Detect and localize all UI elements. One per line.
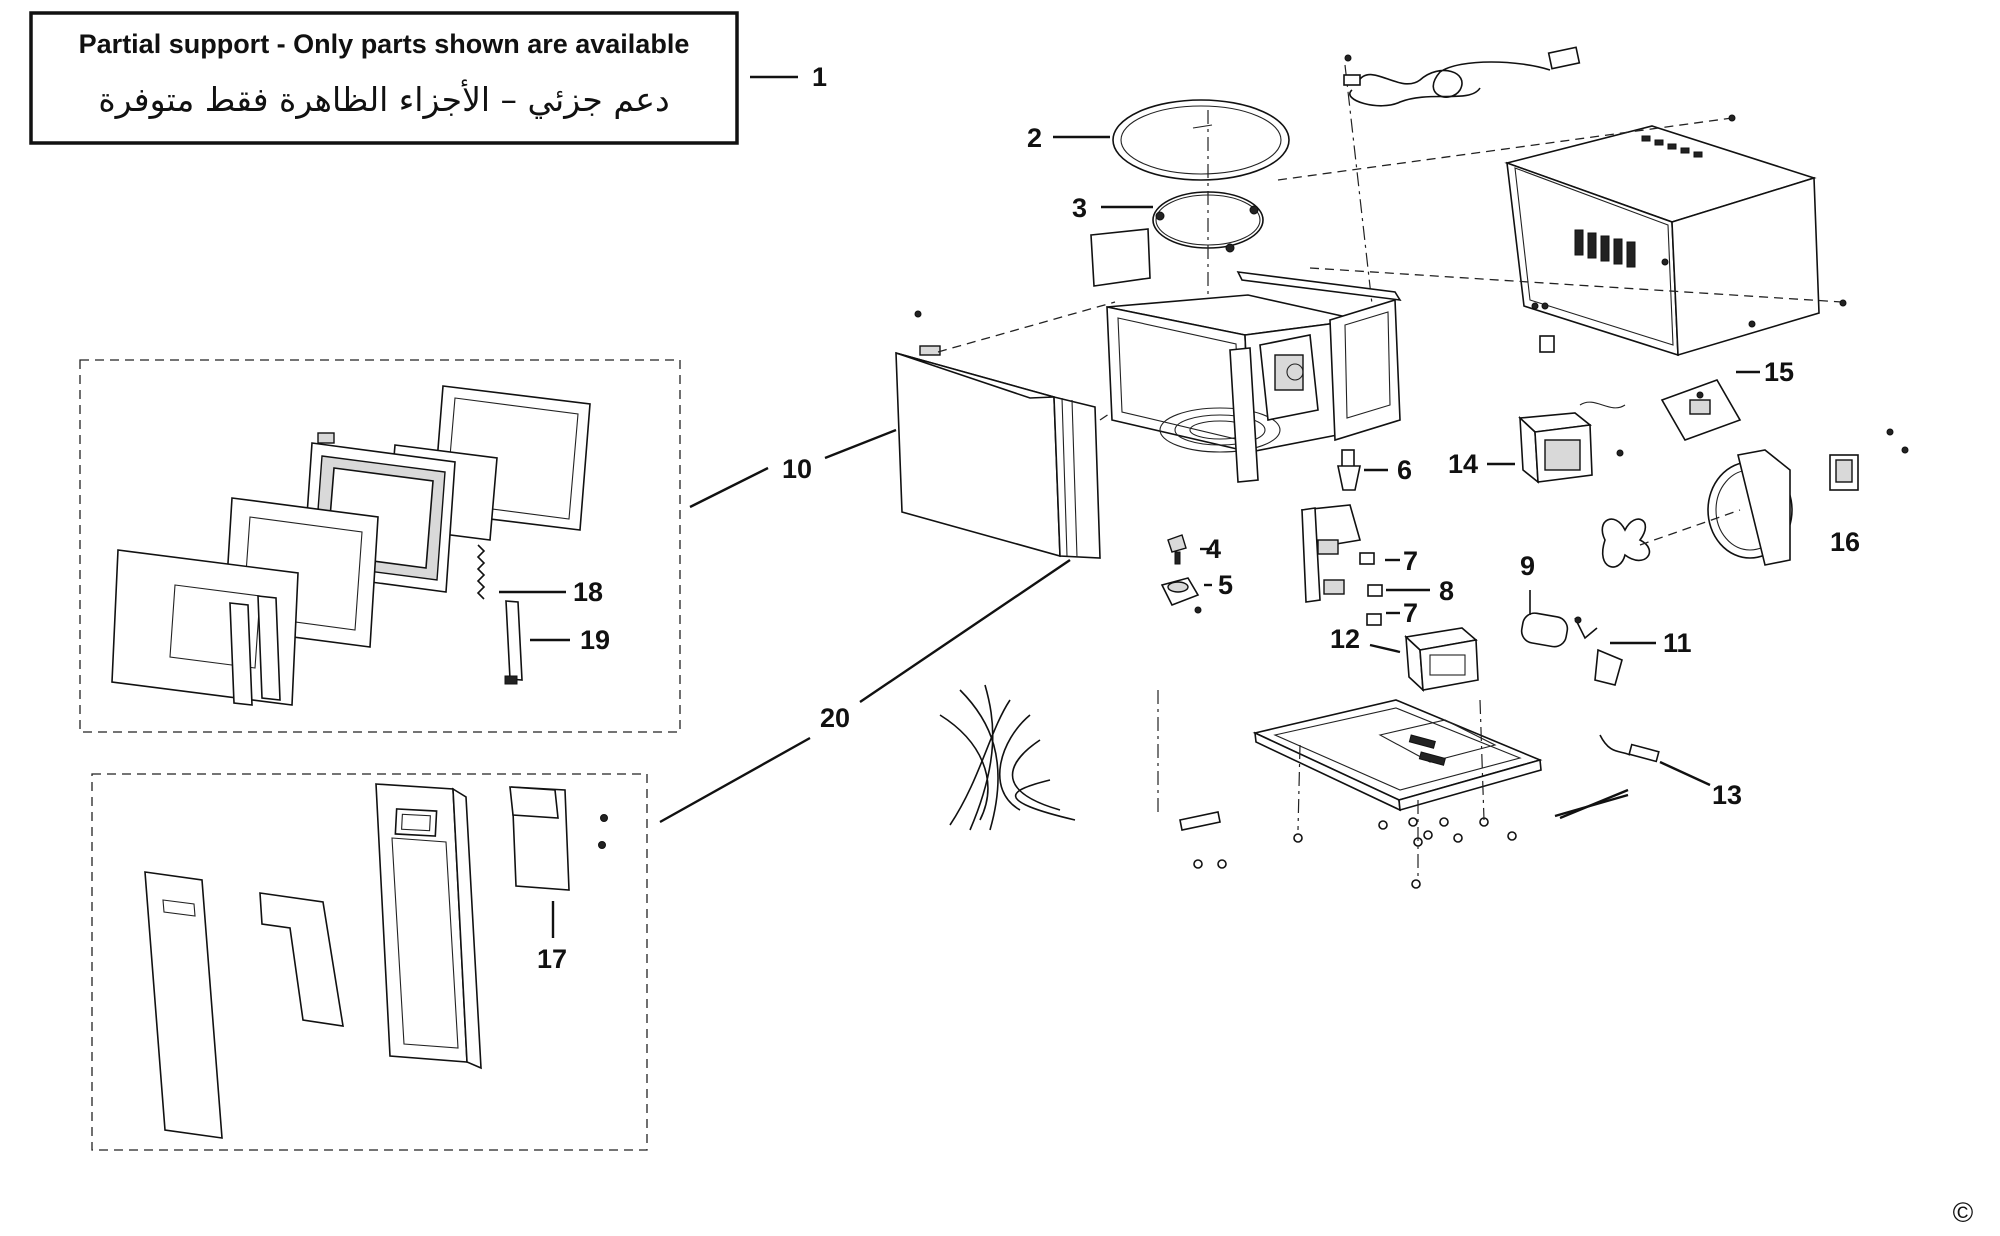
door-switch-assembly <box>1300 504 1383 626</box>
case-vents <box>1574 135 1703 268</box>
callout-13[interactable]: 13 <box>1712 780 1742 810</box>
callout-7a[interactable]: 7 <box>1403 546 1418 576</box>
door-assembly-group <box>79 359 681 733</box>
door-front <box>895 310 1101 559</box>
fan-motor-bracket <box>1579 379 1742 441</box>
oven-cavity <box>1106 271 1402 483</box>
callout-8[interactable]: 8 <box>1439 576 1454 606</box>
roller-coupler <box>1167 534 1187 565</box>
base-plate <box>1179 699 1629 831</box>
callout-14[interactable]: 14 <box>1448 449 1478 479</box>
callout-6[interactable]: 6 <box>1397 455 1412 485</box>
lamp <box>1337 449 1361 491</box>
high-voltage-transformer <box>1404 627 1479 692</box>
callout-11[interactable]: 11 <box>1663 628 1692 658</box>
callout-17[interactable]: 17 <box>537 944 567 974</box>
fan-blade <box>1601 518 1651 568</box>
waveguide-cover <box>1090 228 1151 287</box>
callout-15[interactable]: 15 <box>1764 357 1794 387</box>
callout-10[interactable]: 10 <box>782 454 812 484</box>
fuse-harness <box>1599 734 1660 763</box>
magnetron <box>1518 302 1624 484</box>
callout-2[interactable]: 2 <box>1027 123 1042 153</box>
callout-1[interactable]: 1 <box>812 62 827 92</box>
turntable-motor <box>1160 577 1202 614</box>
callout-20[interactable]: 20 <box>820 703 850 733</box>
wire-harness <box>939 684 1076 831</box>
callout-16[interactable]: 16 <box>1830 527 1860 557</box>
callout-3[interactable]: 3 <box>1072 193 1087 223</box>
hv-diode <box>1574 616 1623 686</box>
callout-9[interactable]: 9 <box>1520 551 1535 581</box>
hv-capacitor <box>1520 590 1569 648</box>
callout-7b[interactable]: 7 <box>1403 598 1418 628</box>
callout-4[interactable]: 4 <box>1206 534 1221 564</box>
callout-5[interactable]: 5 <box>1218 570 1233 600</box>
notice-arabic: دعم جزئي – الأجزاء الظاهرة فقط متوفرة <box>98 79 669 119</box>
outer-case <box>1504 125 1820 357</box>
base-screws <box>1193 817 1517 889</box>
turntable-plate <box>1112 99 1290 181</box>
notice-english: Partial support - Only parts shown are a… <box>79 29 690 59</box>
callout-19[interactable]: 19 <box>580 625 610 655</box>
control-panel-group <box>91 773 648 1151</box>
callout-12[interactable]: 12 <box>1330 624 1360 654</box>
copyright-mark: © <box>1953 1197 1974 1228</box>
callout-18[interactable]: 18 <box>573 577 603 607</box>
cooling-fan <box>1601 428 1909 568</box>
availability-notice: Partial support - Only parts shown are a… <box>29 11 739 145</box>
power-cord <box>1343 46 1581 107</box>
